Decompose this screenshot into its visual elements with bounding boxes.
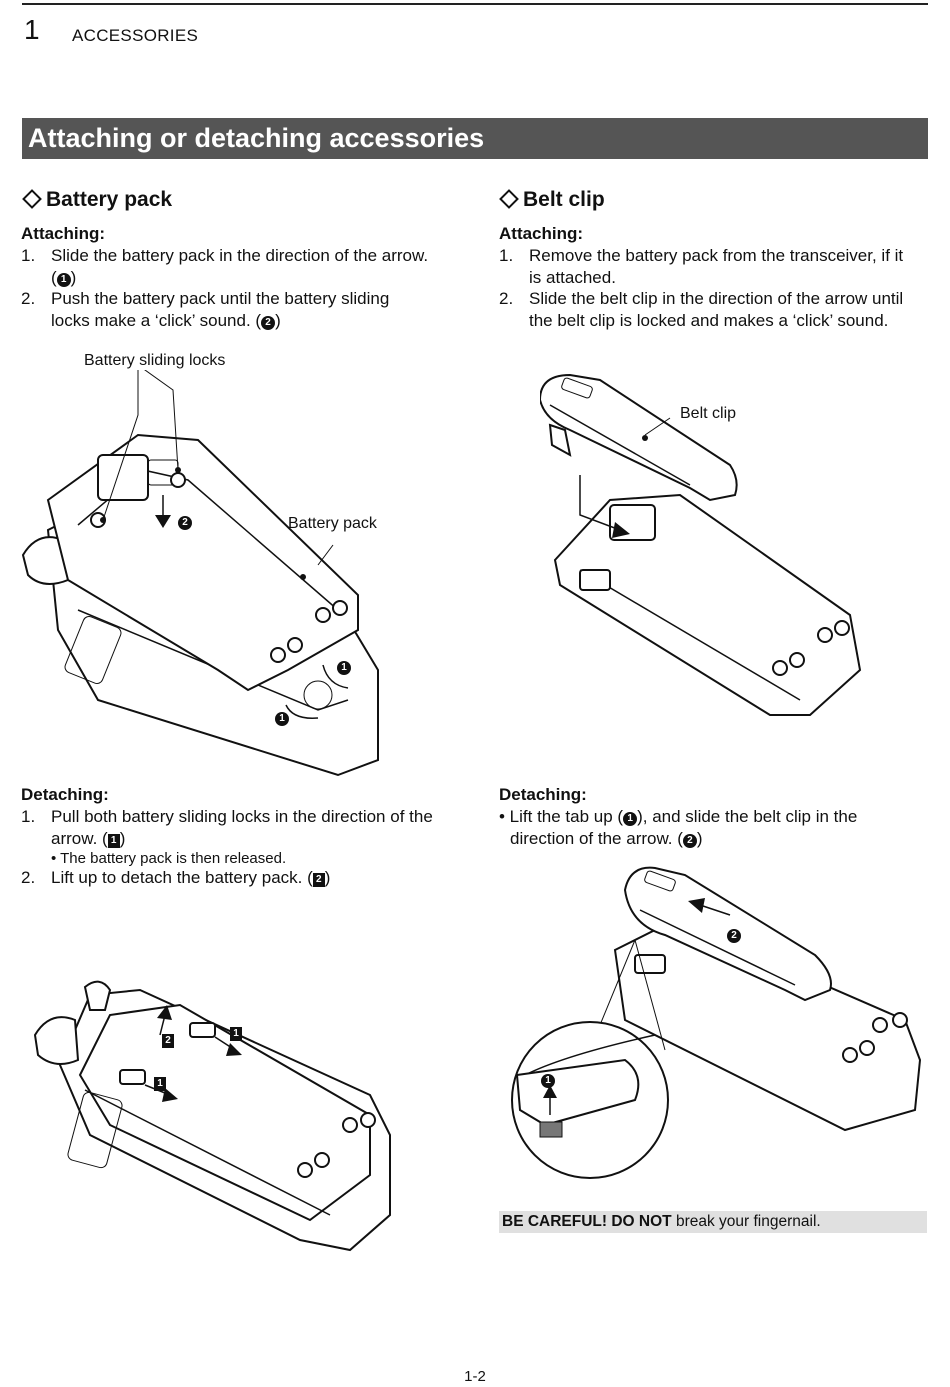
battery-detaching-label: Detaching: <box>21 785 109 804</box>
battery-sliding-locks-label: Battery sliding locks <box>84 352 226 369</box>
belt-detach-step: • Lift the tab up (1), and slide the bel… <box>499 807 858 848</box>
marker-1-icon: 1 <box>230 1027 242 1041</box>
belt-clip-label: Belt clip <box>680 405 737 422</box>
step-marker-circle: 1 <box>56 272 71 287</box>
section-banner: Attaching or detaching accessories <box>22 118 928 159</box>
marker-2-icon: 2 <box>727 929 741 943</box>
belt-attach-step-2: 2. Slide the belt clip in the direction … <box>499 289 904 330</box>
belt-clip-heading: Belt clip <box>499 188 605 212</box>
belt-detaching-label: Detaching: <box>499 785 587 804</box>
battery-pack-label: Battery pack <box>288 515 377 532</box>
marker-1-icon: 1 <box>541 1074 555 1088</box>
banner-title: Attaching or detaching accessories <box>28 123 485 153</box>
belt-attach-step-1: 1. Remove the battery pack from the tran… <box>499 246 904 287</box>
step-marker-circle: 1 <box>623 812 638 826</box>
battery-pack-heading: Battery pack <box>22 188 172 212</box>
step-marker-square: 2 <box>312 873 325 887</box>
battery-detach-step-1: 1. Pull both battery sliding locks in th… <box>21 807 433 867</box>
marker-2-icon: 2 <box>178 516 192 530</box>
battery-attach-step-1: 1. Slide the battery pack in the directi… <box>21 246 429 287</box>
diamond-icon <box>499 189 519 210</box>
marker-2-icon: 2 <box>162 1034 174 1048</box>
caution-bold: BE CAREFUL! DO NOT <box>502 1213 672 1230</box>
step-marker-circle: 2 <box>682 833 697 848</box>
header-rule <box>22 3 928 5</box>
chapter-title: ACCESSORIES <box>72 26 199 45</box>
caution-text: break your fingernail. <box>671 1213 821 1230</box>
page-number: 1-2 <box>464 1368 486 1385</box>
belt-clip-attach-illustration <box>540 373 862 716</box>
marker-1-icon: 1 <box>275 712 289 726</box>
battery-attach-step-2: 2. Push the battery pack until the batte… <box>21 289 390 330</box>
marker-1-icon: 1 <box>337 661 351 675</box>
battery-detach-step-2: 2. Lift up to detach the battery pack. (… <box>21 868 331 887</box>
chapter-number: 1 <box>24 14 40 45</box>
caution-box: BE CAREFUL! DO NOT break your fingernail… <box>499 1211 927 1233</box>
belt-attaching-label: Attaching: <box>499 224 584 243</box>
battery-attach-illustration <box>21 370 379 777</box>
diamond-icon <box>22 189 42 210</box>
step-marker-square: 1 <box>107 833 120 848</box>
battery-detach-illustration <box>33 980 391 1252</box>
step-marker-circle: 2 <box>261 315 276 330</box>
belt-clip-detach-illustration <box>511 866 922 1179</box>
marker-1-icon: 1 <box>154 1077 166 1091</box>
battery-attaching-label: Attaching: <box>21 224 106 243</box>
